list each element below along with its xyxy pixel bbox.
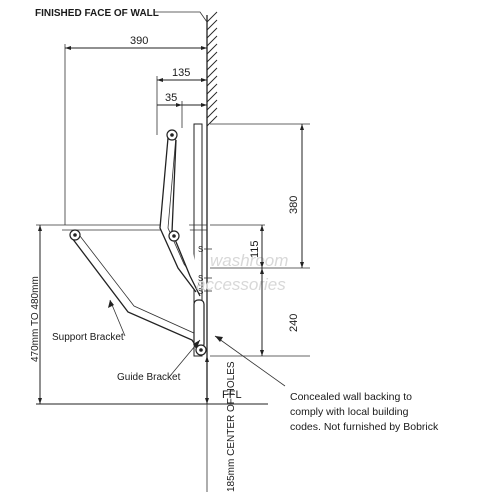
guide-bracket-label: Guide Bracket <box>117 372 181 383</box>
finished-face-label: FINISHED FACE OF WALL <box>35 8 159 19</box>
watermark-line2: accessories <box>196 275 286 294</box>
dimension-135-label: 135 <box>172 67 190 79</box>
support-bracket-label: Support Bracket <box>52 332 124 343</box>
dimension-380 <box>300 124 304 268</box>
screw-mark: S <box>198 287 203 296</box>
height-range-label: 470mm TO 480mm <box>30 276 41 362</box>
wall <box>155 11 218 400</box>
ffl-label: FFL <box>222 389 242 401</box>
screw-mark: S <box>198 274 203 283</box>
dimension-115 <box>260 225 264 268</box>
dimension-115-label: 115 <box>249 240 261 258</box>
dimension-380-label: 380 <box>288 196 300 214</box>
extension-lines-right <box>210 123 310 357</box>
wall-hatching <box>206 11 218 127</box>
dimension-center-of-holes <box>205 356 209 492</box>
center-of-holes-label: 185mm CENTER OF HOLES <box>226 361 237 492</box>
note-line3: codes. Not furnished by Bobrick <box>290 421 439 433</box>
dimension-240-label: 240 <box>288 314 300 332</box>
wall-backing-plate <box>193 123 203 357</box>
dimension-35-label: 35 <box>165 92 177 104</box>
dimension-240 <box>260 268 264 356</box>
dimension-height <box>36 224 62 404</box>
guide-bracket <box>159 129 207 356</box>
dimension-390 <box>64 44 207 225</box>
dimension-35 <box>157 101 207 128</box>
note-line1: Concealed wall backing to <box>290 391 412 403</box>
dimension-390-label: 390 <box>130 35 148 47</box>
note-line2: comply with local building <box>290 406 409 418</box>
watermark-line1: washroom <box>210 251 288 270</box>
screw-mark: S <box>198 245 203 254</box>
